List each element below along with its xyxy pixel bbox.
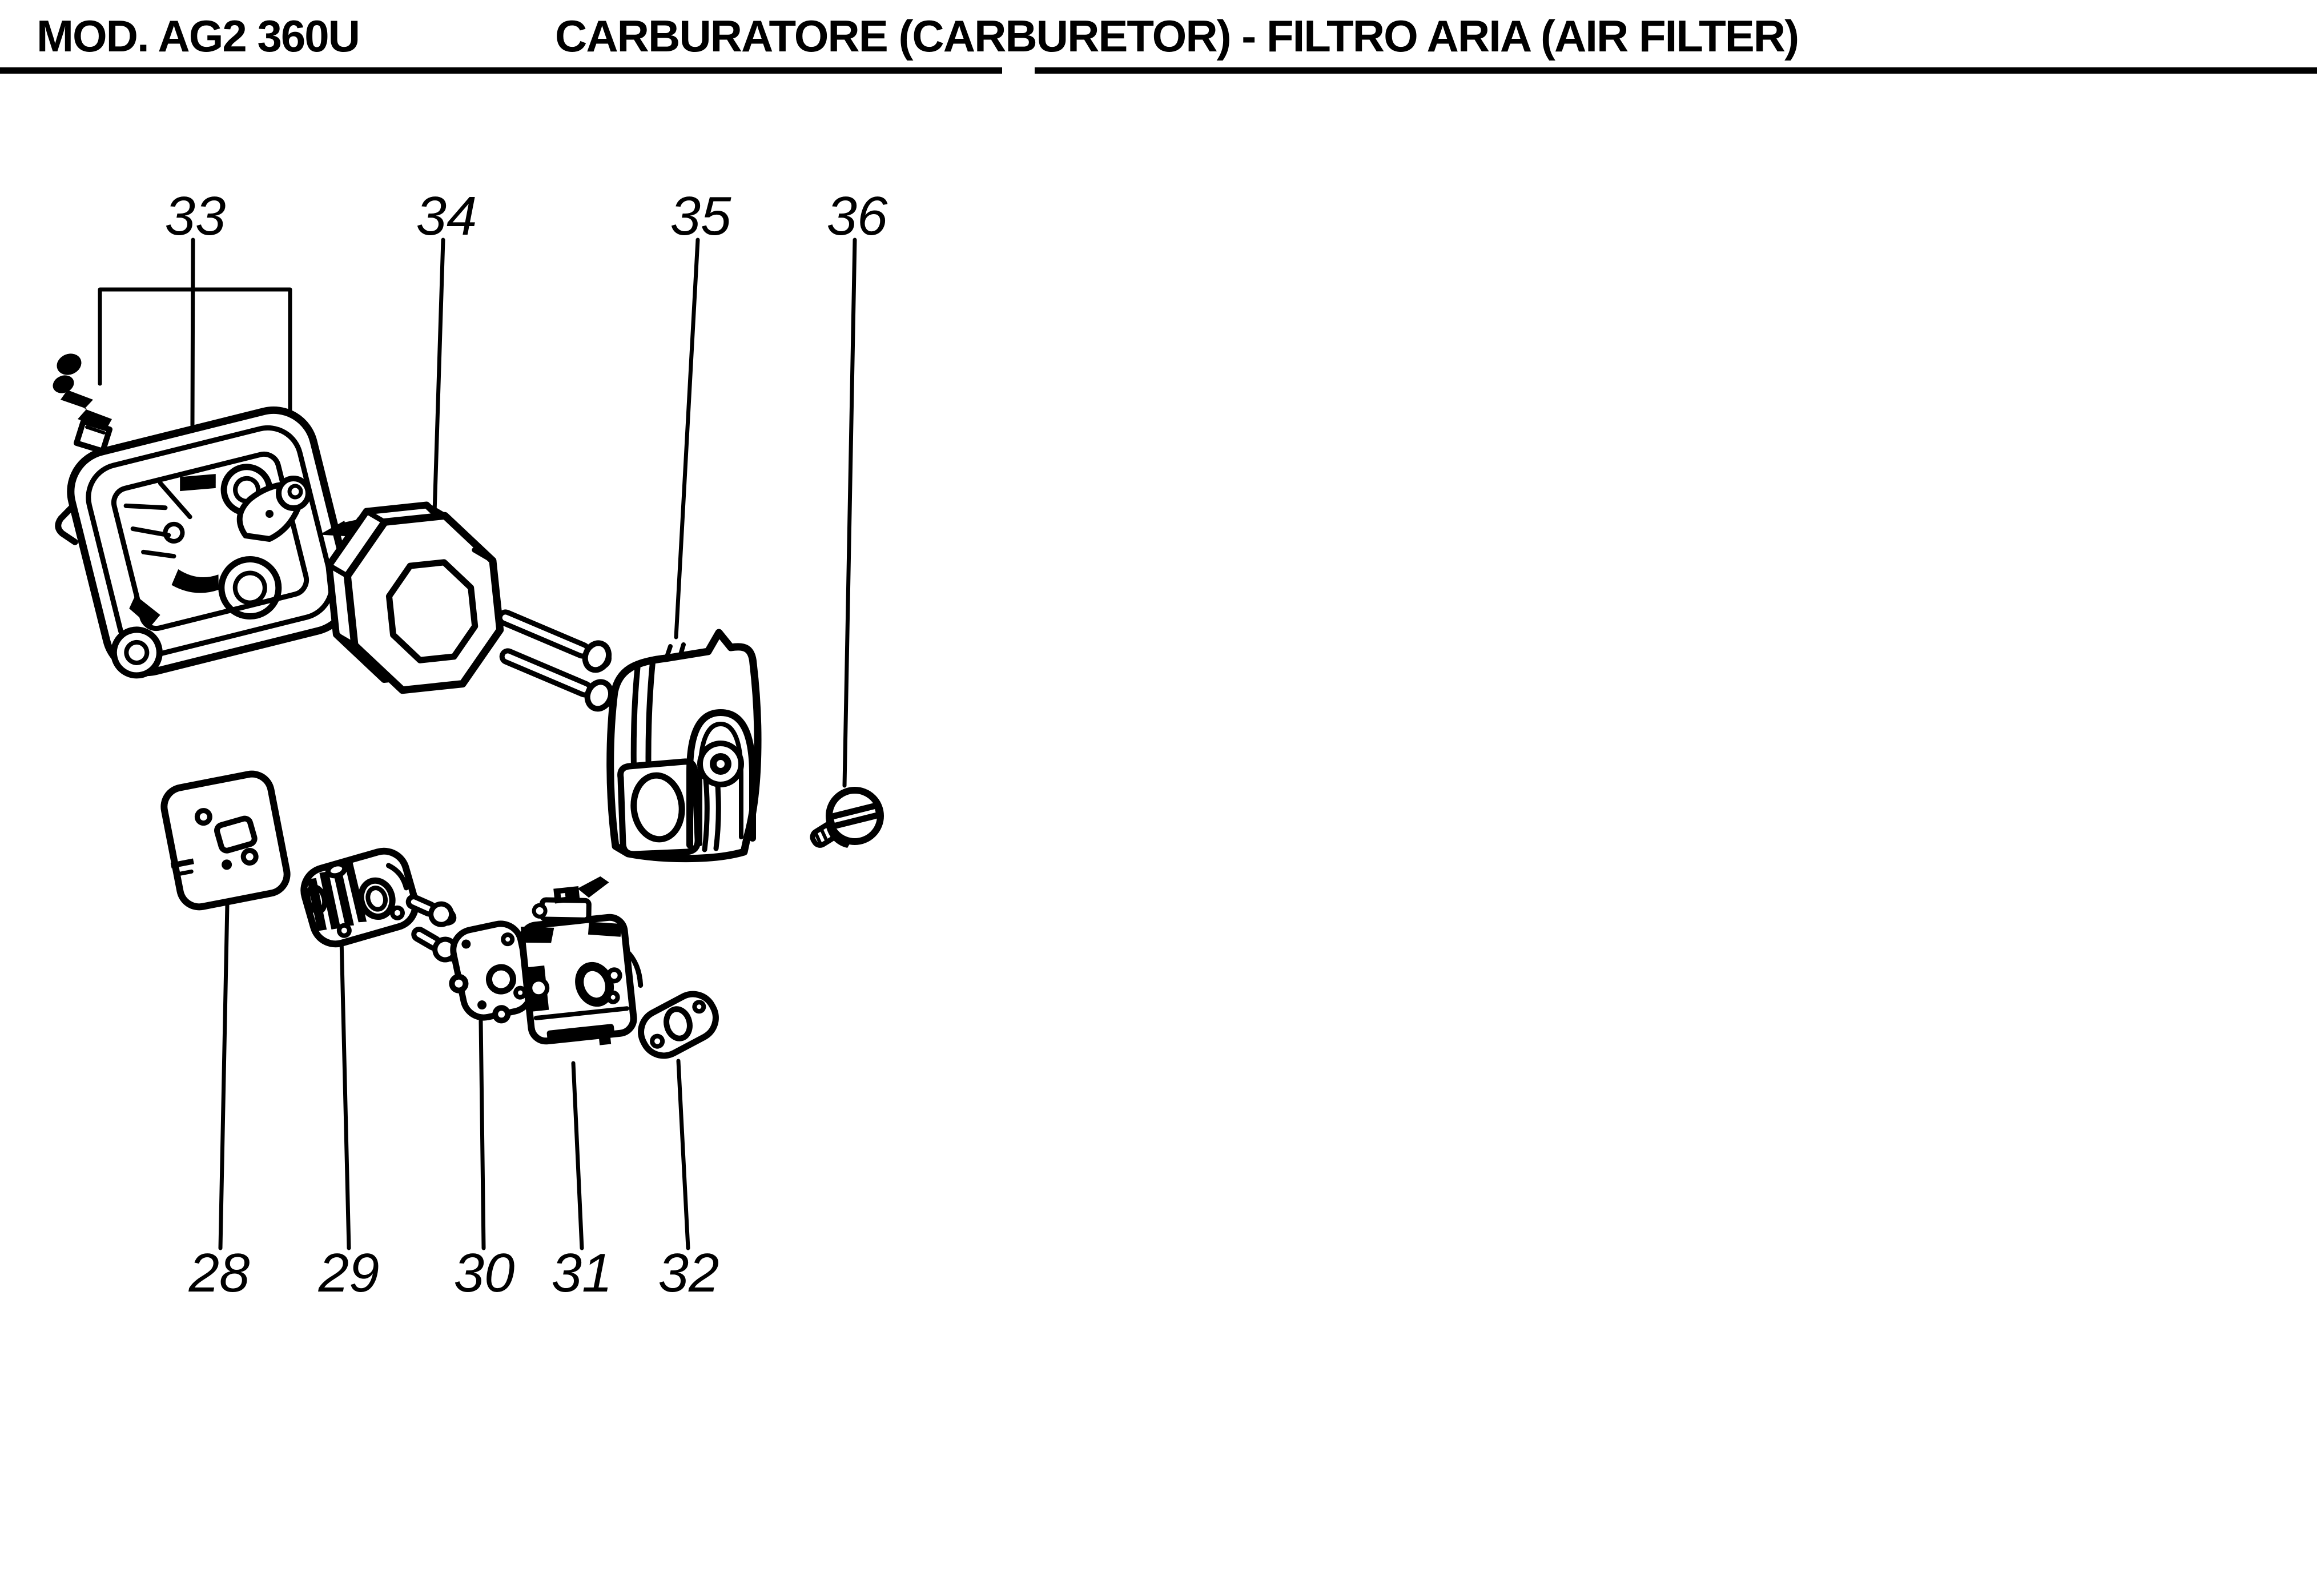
choke-lever-drawing [53, 353, 112, 454]
carburetor-drawing [518, 876, 644, 1045]
callout-30: 30 [454, 1242, 515, 1304]
air-filter-base-drawing [55, 406, 353, 679]
callout-31: 31 [552, 1242, 613, 1304]
callout-35: 35 [670, 186, 731, 247]
page-title: CARBURATORE (CARBURETOR) - FILTRO ARIA (… [555, 11, 1799, 61]
callout-36: 36 [827, 186, 888, 247]
header-rule-left [0, 67, 1002, 74]
callout-33: 33 [165, 186, 226, 247]
header-rule-right [1035, 67, 2317, 74]
callout-28: 28 [188, 1242, 250, 1304]
callout-32: 32 [658, 1242, 719, 1304]
callout-labels: 33 34 35 36 28 29 30 31 32 [165, 186, 888, 1304]
intake-manifold-drawing [300, 847, 419, 948]
carburetor-top-linkage [532, 876, 609, 923]
cover-bolts-drawing [497, 609, 614, 712]
leader-lines [98, 238, 857, 1250]
model-label: MOD. AG2 360U [37, 11, 360, 61]
filter-base-lever-drawing [236, 476, 311, 542]
outlet-gasket-drawing [638, 991, 719, 1059]
filter-spacer-ring-drawing [325, 501, 504, 694]
callout-29: 29 [318, 1242, 380, 1304]
callout-34: 34 [416, 186, 477, 247]
air-filter-cover-drawing [606, 629, 762, 863]
cover-knob-screw-drawing [810, 787, 884, 848]
backing-plate-drawing [160, 770, 291, 911]
